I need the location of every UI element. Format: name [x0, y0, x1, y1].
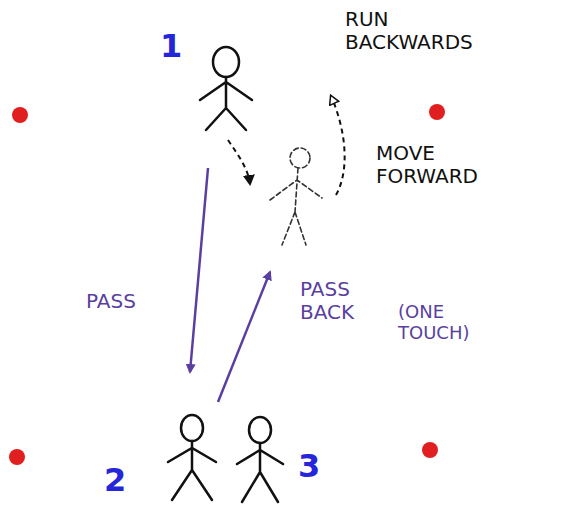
- player-figure: [270, 148, 322, 245]
- pass-back-arrow: [218, 272, 270, 402]
- callout-number: 1: [160, 28, 200, 65]
- callout-number: 3: [298, 448, 338, 485]
- instruction-note: MOVE FORWARD: [376, 142, 506, 188]
- player-figure: [168, 415, 283, 502]
- pass-label: PASS: [86, 290, 166, 313]
- pass-arrow: [190, 168, 208, 372]
- pass-note: (ONE TOUCH): [398, 302, 498, 343]
- run-back-arrow: [331, 96, 345, 195]
- move-arrow: [228, 140, 250, 184]
- callout-number: 2: [104, 462, 144, 499]
- instruction-note: RUN BACKWARDS: [345, 8, 495, 54]
- pass-label: PASS BACK: [300, 278, 380, 324]
- player-figure: [200, 47, 252, 130]
